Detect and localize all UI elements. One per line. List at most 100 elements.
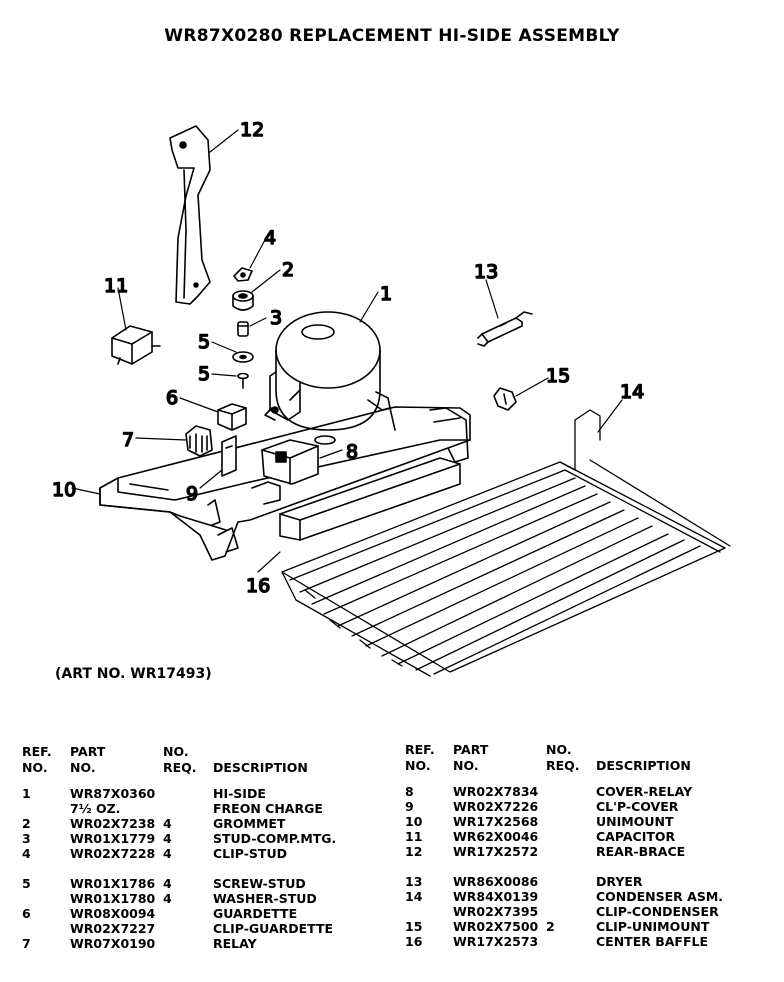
req-cell — [163, 906, 213, 921]
parts-table-left: REF. NO. PART NO. NO. REQ. DESCRIPTION 1… — [22, 744, 336, 951]
page-title: WR87X0280 REPLACEMENT HI-SIDE ASSEMBLY — [164, 26, 620, 46]
ref-cell: 10 — [405, 814, 423, 829]
req-cell — [163, 921, 213, 936]
req-cell — [163, 786, 213, 801]
desc-cell: GROMMET — [213, 816, 286, 831]
table-spacer — [405, 859, 723, 874]
desc-cell: DRYER — [596, 874, 643, 889]
part-cell: WR62X0046 — [453, 829, 539, 844]
ref-cell: 9 — [405, 799, 414, 814]
desc-cell: REAR-BRACE — [596, 844, 686, 859]
req-cell — [546, 829, 596, 844]
req-cell — [163, 801, 213, 816]
clip-cover — [221, 435, 237, 477]
desc-cell: COVER-RELAY — [596, 784, 693, 799]
ref-cell: 6 — [22, 906, 31, 921]
condenser-assembly — [281, 409, 731, 677]
guardette — [217, 403, 247, 431]
compressor — [264, 311, 391, 445]
ref-cell: 14 — [405, 889, 423, 904]
callout-14: 14 — [620, 381, 644, 403]
desc-cell: CLIP-UNIMOUNT — [596, 919, 710, 934]
ref-cell: 12 — [405, 844, 423, 859]
ref-cell: 5 — [22, 876, 31, 891]
part-cell: WR87X0360 — [70, 786, 156, 801]
ref-cell: 2 — [22, 816, 31, 831]
callout-4: 4 — [264, 227, 276, 249]
callout-9: 9 — [186, 483, 198, 505]
desc-cell: RELAY — [213, 936, 257, 951]
clip-stud — [233, 267, 253, 282]
part-cell: WR02X7227 — [70, 921, 156, 936]
callout-8: 8 — [346, 441, 358, 463]
table-row: WR01X1780 4 WASHER-STUD — [22, 891, 336, 906]
callout-16: 16 — [246, 575, 270, 597]
desc-cell: UNIMOUNT — [596, 814, 674, 829]
cover-relay — [251, 439, 319, 505]
req-cell — [546, 889, 596, 904]
callout-5a: 5 — [198, 331, 210, 353]
part-cell: WR02X7238 — [70, 816, 156, 831]
header-no-req: NO. REQ. — [163, 744, 197, 775]
req-cell — [546, 784, 596, 799]
header-no-req: NO. REQ. — [546, 742, 580, 773]
exploded-parts-diagram: 1 2 3 4 5 5 6 7 8 9 10 11 12 13 14 15 16 — [51, 118, 731, 677]
req-cell — [546, 874, 596, 889]
stud-comp-mtg — [237, 321, 249, 337]
part-cell: 7½ OZ. — [70, 801, 121, 816]
callout-13: 13 — [474, 261, 498, 283]
table-row: 11 WR62X0046 CAPACITOR — [405, 829, 723, 844]
desc-cell: CLIP-GUARDETTE — [213, 921, 334, 936]
washer-stud — [232, 351, 254, 363]
ref-cell: 15 — [405, 919, 423, 934]
clip-unimount — [493, 387, 517, 411]
screw-stud — [237, 372, 249, 389]
table-row: 8 WR02X7834 COVER-RELAY — [405, 784, 723, 799]
desc-cell: CONDENSER ASM. — [596, 889, 724, 904]
callout-12: 12 — [240, 119, 264, 141]
table-row: 4 WR02X7228 4 CLIP-STUD — [22, 846, 336, 861]
desc-cell: CLIP-CONDENSER — [596, 904, 719, 919]
callout-leaders — [71, 129, 623, 573]
ref-cell — [22, 891, 70, 906]
art-number: (ART NO. WR17493) — [55, 666, 212, 682]
table-row: 14 WR84X0139 CONDENSER ASM. — [405, 889, 723, 904]
center-baffle — [279, 457, 461, 541]
part-cell: WR02X7228 — [70, 846, 156, 861]
ref-cell: 3 — [22, 831, 31, 846]
part-cell: WR07X0190 — [70, 936, 156, 951]
req-cell: 4 — [163, 816, 172, 831]
table-row: 7½ OZ. FREON CHARGE — [22, 801, 336, 816]
desc-cell: FREON CHARGE — [213, 801, 323, 816]
callout-7: 7 — [122, 429, 134, 451]
req-cell — [546, 799, 596, 814]
callout-5b: 5 — [198, 363, 210, 385]
desc-cell: WASHER-STUD — [213, 891, 317, 906]
part-cell: WR17X2573 — [453, 934, 539, 949]
table-row: 16 WR17X2573 CENTER BAFFLE — [405, 934, 723, 949]
header-part-no: PART NO. — [70, 744, 106, 775]
desc-cell: STUD-COMP.MTG. — [213, 831, 337, 846]
unimount-base — [99, 406, 471, 561]
part-cell: WR02X7226 — [453, 799, 539, 814]
req-cell — [546, 814, 596, 829]
callout-1: 1 — [380, 283, 392, 305]
req-cell — [546, 934, 596, 949]
desc-cell: CLIP-STUD — [213, 846, 287, 861]
req-cell: 2 — [546, 919, 555, 934]
desc-cell: HI-SIDE — [213, 786, 266, 801]
table-row: 1 WR87X0360 HI-SIDE — [22, 786, 336, 801]
relay — [185, 425, 213, 457]
part-cell: WR08X0094 — [70, 906, 156, 921]
part-cell: WR86X0086 — [453, 874, 539, 889]
req-cell: 4 — [163, 831, 172, 846]
callout-2: 2 — [282, 259, 294, 281]
desc-cell: CENTER BAFFLE — [596, 934, 708, 949]
parts-table-right: REF. NO. PART NO. NO. REQ. DESCRIPTION 8… — [405, 742, 723, 949]
callout-11: 11 — [104, 275, 128, 297]
callout-6: 6 — [166, 387, 178, 409]
ref-cell: 4 — [22, 846, 31, 861]
callout-15: 15 — [546, 365, 570, 387]
req-cell: 4 — [163, 876, 172, 891]
table-row: 5 WR01X1786 4 SCREW-STUD — [22, 876, 336, 891]
